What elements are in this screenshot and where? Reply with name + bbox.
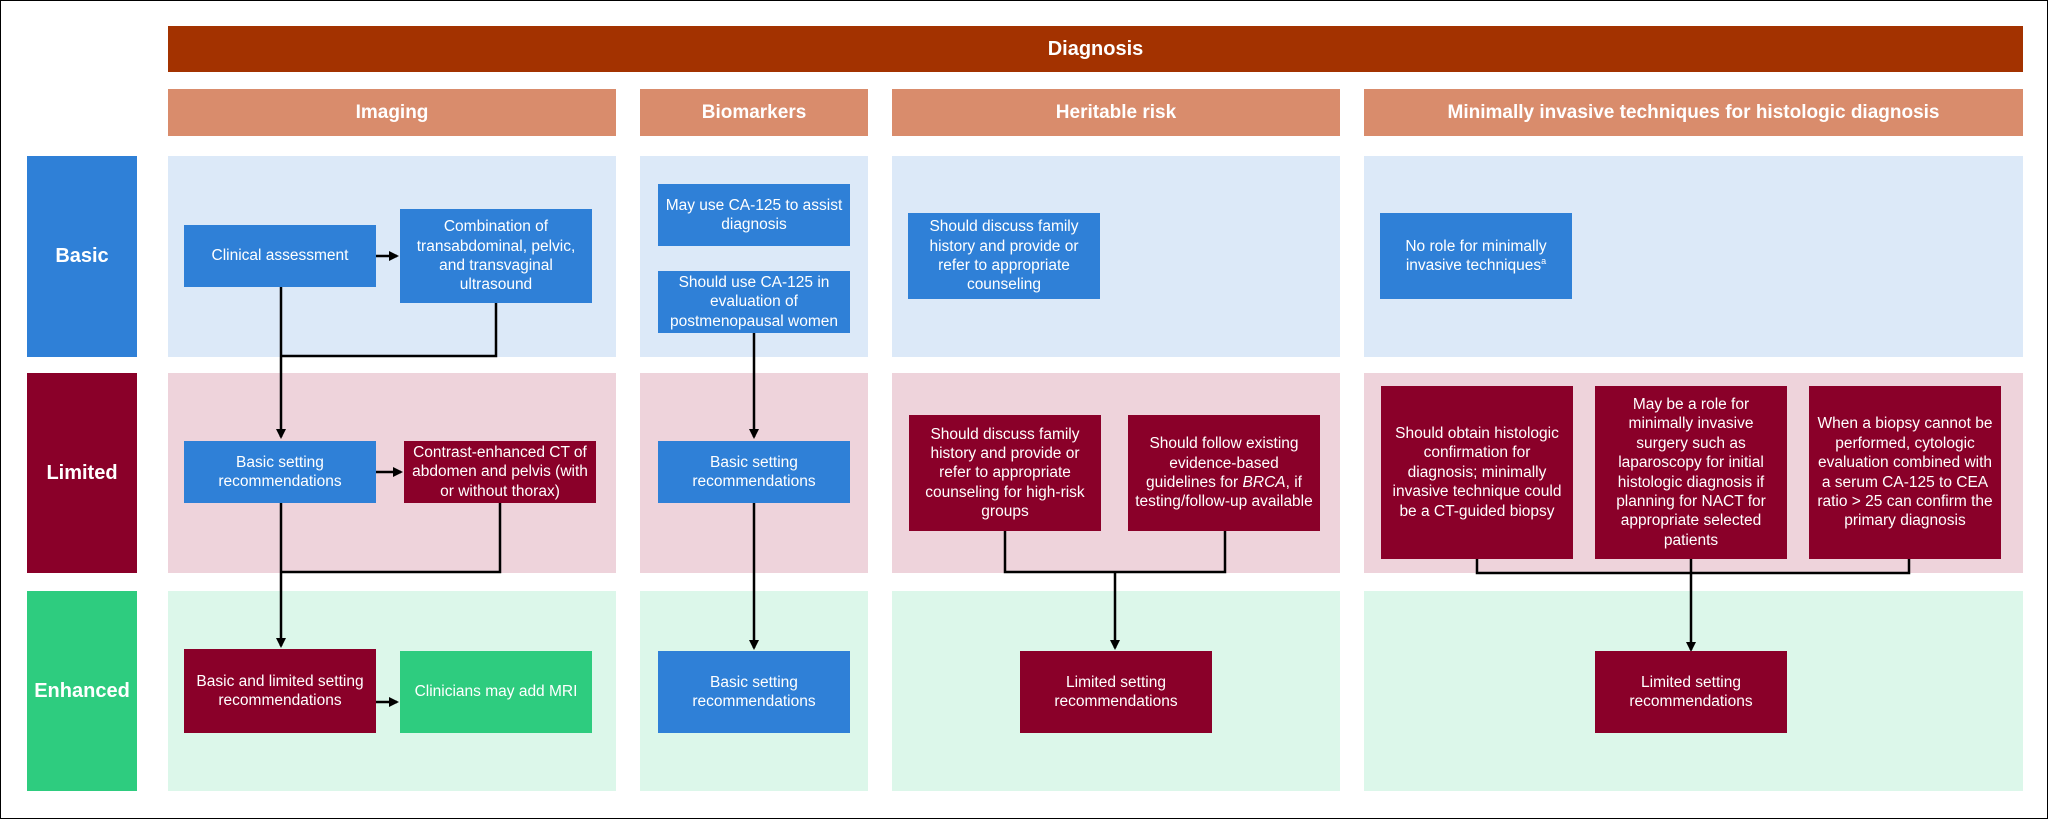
minimally-limited-histologic-text: Should obtain histologic confirmation fo… [1392,425,1562,520]
imaging-enhanced-mri-text: Clinicians may add MRI [414,683,578,701]
biomarkers-basic-evaluation: Should use CA-125 in evaluation of postm… [658,271,850,333]
minimally-limited-biopsy-alternative: When a biopsy cannot be performed, cytol… [1809,386,2001,559]
imaging-basic-ultrasound-text: Combination of transabdominal, pelvic, a… [416,218,576,294]
level-enhanced: Enhanced [27,591,137,791]
biomarkers-limited-basic-setting: Basic setting recommendations [658,441,850,503]
biomarkers-basic-evaluation-text: Should use CA-125 in evaluation of postm… [669,273,839,330]
column-header-minimally-invasive-label: Minimally invasive techniques for histol… [1447,101,1940,123]
imaging-limited-contrast-ct-text: Contrast-enhanced CT of abdomen and pelv… [412,443,588,500]
imaging-enhanced-basic-limited-text: Basic and limited setting recommendation… [196,672,364,709]
biomarkers-enhanced-basic-setting-text: Basic setting recommendations [692,673,816,710]
heritable-enhanced-limited-setting-text: Limited setting recommendations [1054,673,1178,710]
heritable-enhanced-limited-setting: Limited setting recommendations [1020,651,1212,733]
level-limited-label: Limited [46,461,118,484]
minimally-basic-no-role-label: No role for minimally invasive technique… [1405,237,1547,275]
title-bar: Diagnosis [168,26,2023,72]
column-header-biomarkers-label: Biomarkers [701,101,807,123]
level-limited: Limited [27,373,137,573]
biomarkers-basic-assist: May use CA-125 to assist diagnosis [658,184,850,246]
imaging-enhanced-mri: Clinicians may add MRI [400,651,592,733]
minimally-limited-histologic: Should obtain histologic confirmation fo… [1381,386,1573,559]
column-header-biomarkers: Biomarkers [640,89,868,136]
imaging-basic-clinical-assessment-text: Clinical assessment [211,247,349,265]
heritable-limited-follow-guidelines-text: Should follow existing evidence-based gu… [1134,434,1314,512]
imaging-enhanced-basic-limited: Basic and limited setting recommendation… [184,649,376,733]
heritable-limited-discuss: Should discuss family history and provid… [909,415,1101,531]
imaging-limited-basic-setting: Basic setting recommendations [184,441,376,503]
imaging-basic-ultrasound: Combination of transabdominal, pelvic, a… [400,209,592,303]
heritable-limited-follow-pre: Should follow existing evidence-based gu… [1146,435,1299,491]
imaging-limited-contrast-ct: Contrast-enhanced CT of abdomen and pelv… [404,441,596,503]
level-enhanced-label: Enhanced [34,679,130,702]
column-header-heritable-risk: Heritable risk [892,89,1340,136]
heritable-basic-discuss-text: Should discuss family history and provid… [929,218,1079,294]
minimally-limited-surgery-role-text: May be a role for minimally invasive sur… [1616,396,1766,549]
minimally-enhanced-limited-setting: Limited setting recommendations [1595,651,1787,733]
level-basic-label: Basic [55,245,109,267]
biomarkers-limited-basic-setting-text: Basic setting recommendations [692,453,816,490]
minimally-basic-footnote: a [1541,255,1547,266]
imaging-basic-clinical-assessment: Clinical assessment [184,225,376,287]
minimally-limited-biopsy-alternative-text: When a biopsy cannot be performed, cytol… [1817,415,1993,530]
minimally-enhanced-limited-setting-text: Limited setting recommendations [1629,673,1753,710]
imaging-limited-basic-setting-text: Basic setting recommendations [218,453,342,490]
minimally-basic-no-role: No role for minimally invasive technique… [1380,213,1572,299]
column-header-imaging: Imaging [168,89,616,136]
column-header-imaging-label: Imaging [355,101,429,123]
biomarkers-enhanced-basic-setting: Basic setting recommendations [658,651,850,733]
column-header-minimally-invasive: Minimally invasive techniques for histol… [1364,89,2023,136]
level-basic: Basic [27,156,137,357]
biomarkers-basic-assist-text: May use CA-125 to assist diagnosis [665,196,843,233]
heritable-limited-discuss-text: Should discuss family history and provid… [925,425,1085,521]
heritable-limited-follow-post: , if testing/follow-up available [1135,474,1313,511]
minimally-basic-no-role-text: No role for minimally invasive technique… [1386,237,1566,276]
minimally-limited-surgery-role: May be a role for minimally invasive sur… [1595,386,1787,559]
heritable-limited-follow-guidelines: Should follow existing evidence-based gu… [1128,415,1320,531]
heritable-basic-discuss: Should discuss family history and provid… [908,213,1100,299]
heritable-limited-follow-brca: BRCA [1242,474,1286,491]
column-header-heritable-risk-label: Heritable risk [1055,101,1177,123]
title-text: Diagnosis [1047,37,1144,60]
